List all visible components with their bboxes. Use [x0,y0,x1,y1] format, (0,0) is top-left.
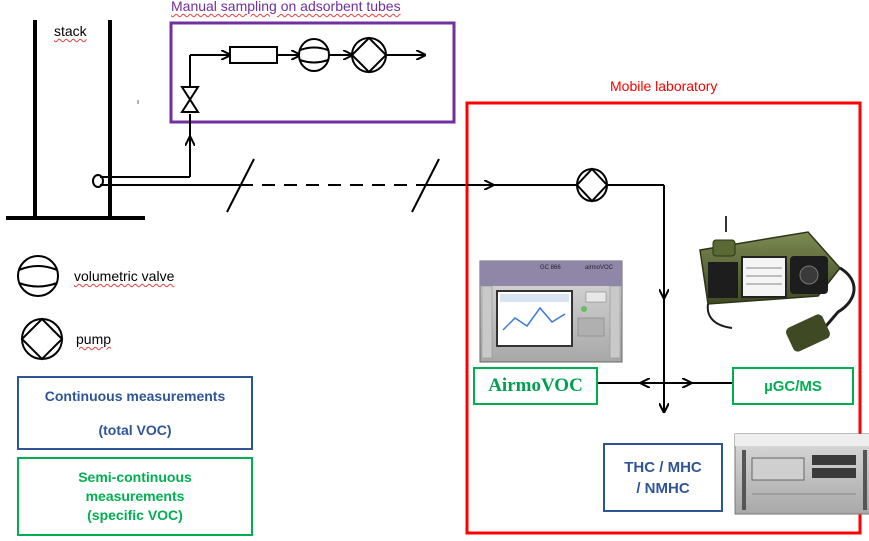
semi-continuous-measurements-legend: Semi-continuous measurements (specific V… [17,457,253,536]
pump-symbol [351,37,387,73]
manual-sampling-train [180,36,424,138]
pump-label: pump [76,331,112,347]
continuous-legend-line2: (total VOC) [98,422,172,438]
transfer-line [212,158,492,213]
stack-drawing [6,20,145,220]
volumetric-valve-symbol [298,38,330,72]
adsorbent-tube [229,46,278,64]
mobile-laboratory-title: Mobile laboratory [610,78,718,94]
manual-sampling-title: Manual sampling on adsorbent tubes [171,0,401,14]
thc-line1: THC / MHC [624,458,702,476]
airmovoc-box: AirmoVOC [473,367,598,405]
legend-pump-icon [20,317,64,361]
airmovoc-instrument-photo [479,260,623,363]
valve-symbol [180,86,200,113]
gc-panel-brand: GC 866 [540,265,561,271]
legend-volumetric-valve-icon [17,255,59,297]
lab-piping [467,167,732,411]
ugcms-instrument-photo [699,216,856,352]
semi-legend-line3: (specific VOC) [87,507,183,523]
semi-legend-line1: Semi-continuous [78,469,192,485]
continuous-measurements-legend: Continuous measurements (total VOC) [17,376,253,450]
stack-label: stack [54,23,87,39]
gc-panel-model: airmoVOC [585,265,614,271]
ugcms-box: µGC/MS [732,367,854,405]
lab-pump-symbol [576,168,608,202]
thc-line2: / NMHC [636,479,690,497]
semi-legend-line2: measurements [85,488,185,504]
volumetric-valve-label: volumetric valve [74,268,175,284]
thc-analyser-photo [734,433,869,515]
continuous-legend-line1: Continuous measurements [44,388,226,404]
manual-sampling-box [169,21,456,124]
thc-mhc-nmhc-box: THC / MHC / NMHC [603,443,723,512]
sampling-probe [92,138,212,188]
mobile-laboratory-box [465,101,862,535]
